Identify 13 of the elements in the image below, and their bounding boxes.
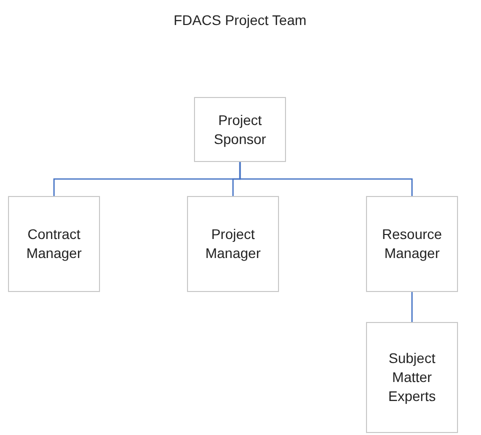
role-label: Project Sponsor	[212, 110, 268, 148]
role-box	[366, 196, 458, 292]
role-label: Subject Matter Experts	[387, 349, 437, 406]
role-box	[194, 97, 286, 162]
role-box	[366, 322, 458, 433]
connector-line	[411, 292, 413, 322]
role-label: Project Manager	[204, 225, 262, 263]
role-label: Contract Manager	[25, 225, 83, 263]
role-box	[187, 196, 279, 292]
diagram-title: FDACS Project Team	[172, 11, 308, 30]
role-box	[8, 196, 100, 292]
role-label: Resource Manager	[381, 225, 443, 263]
connector-line	[239, 162, 413, 196]
